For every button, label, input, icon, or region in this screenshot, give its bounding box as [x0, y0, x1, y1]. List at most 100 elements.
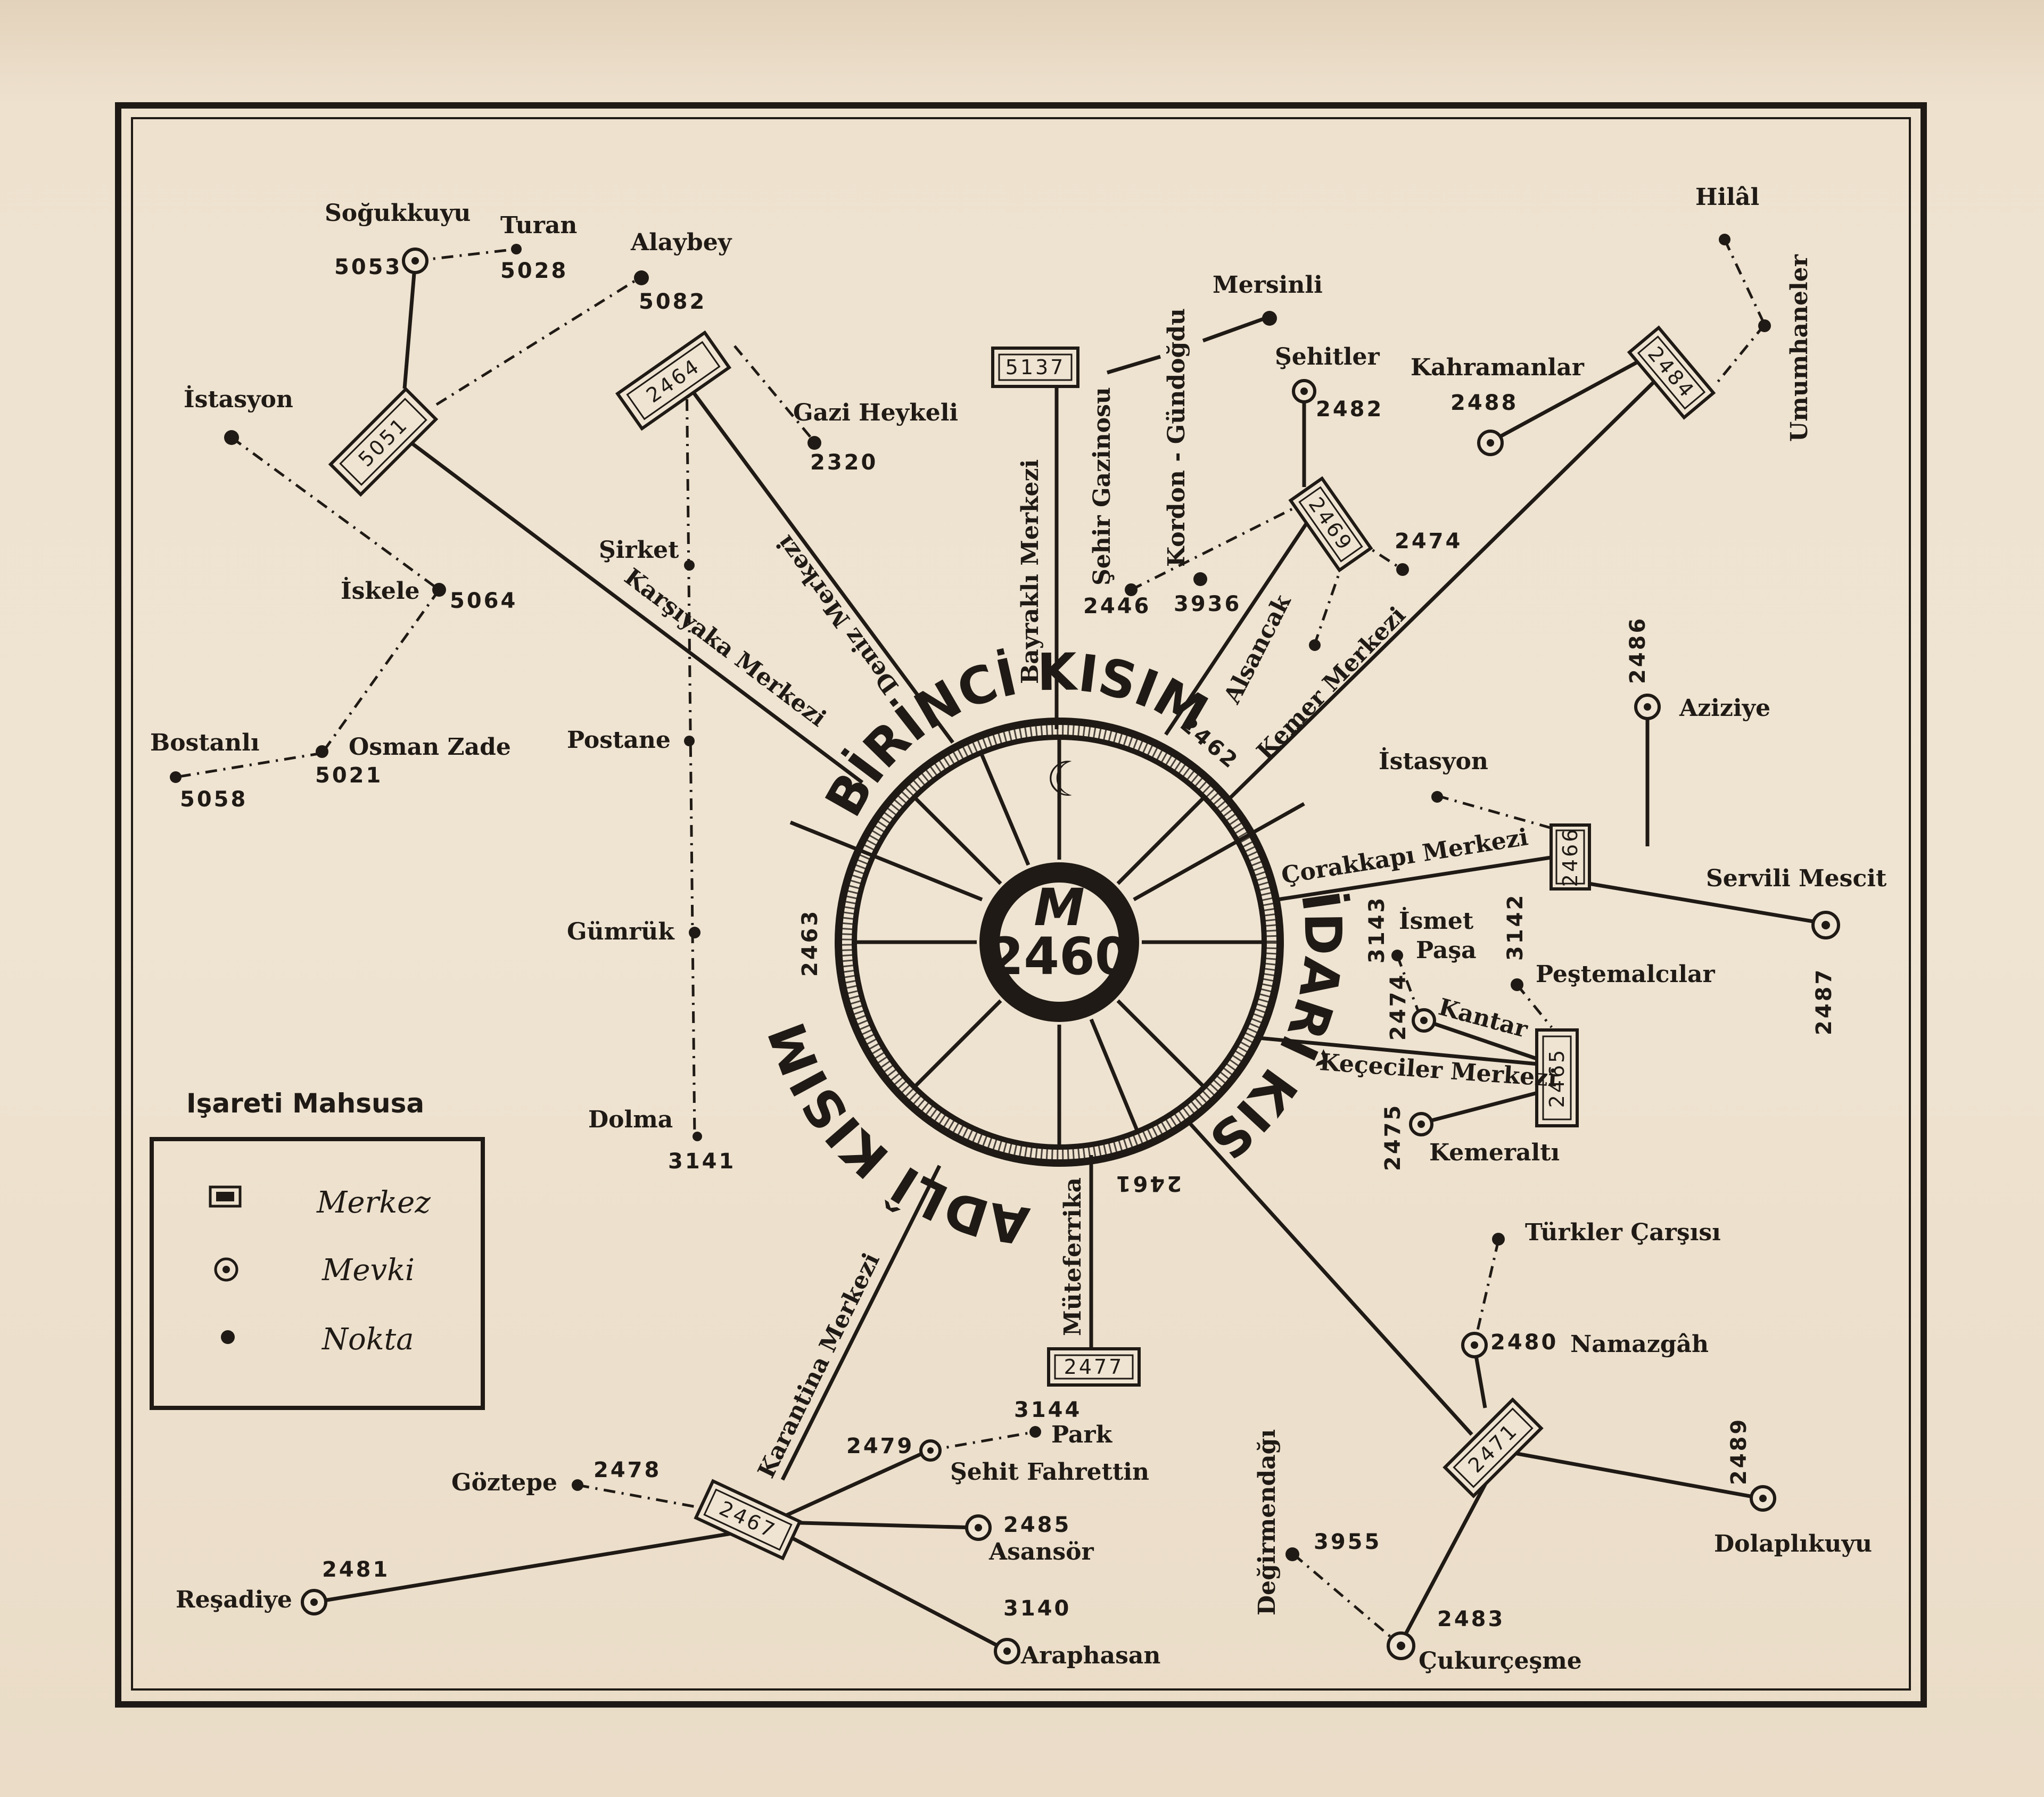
- mevki-dots: [310, 257, 1830, 1655]
- num-5021: 5021: [315, 763, 383, 788]
- trunk-lines: [408, 374, 1662, 1481]
- label-dolaplikuyu: Dolaplıkuyu: [1714, 1530, 1872, 1557]
- center-2477-label: 2477: [1064, 1355, 1124, 1379]
- route-bayrakli: Bayraklı Merkezi: [1017, 459, 1044, 684]
- num-3936: 3936: [1174, 592, 1241, 616]
- label-degirmendagi: Değirmendağı: [1254, 1429, 1281, 1615]
- num-2474a: 2474: [1395, 529, 1462, 554]
- num-2320: 2320: [810, 450, 878, 475]
- num-5053: 5053: [334, 255, 402, 279]
- center-2467: 2467: [694, 1479, 802, 1561]
- num-5028: 5028: [500, 259, 568, 283]
- label-bostanli: Bostanlı: [150, 729, 260, 756]
- route-deniz: Deniz Merkezi: [771, 530, 904, 699]
- legend-merkez: Merkez: [316, 1185, 431, 1220]
- hub-number: 2460: [988, 927, 1130, 986]
- label-alaybey: Alaybey: [630, 229, 732, 256]
- nokta-park: [1029, 1426, 1041, 1438]
- label-postane: Postane: [567, 727, 671, 754]
- nokta-mersinli: [1262, 311, 1277, 326]
- legend-nokta-icon: [221, 1330, 235, 1344]
- label-araphasan: Araphasan: [1020, 1642, 1160, 1669]
- num-2483: 2483: [1437, 1607, 1505, 1631]
- legend-mevki-icon: [214, 1257, 238, 1282]
- num-2478: 2478: [594, 1458, 661, 1482]
- nokta-markers: [170, 234, 1771, 1561]
- num-2446: 2446: [1083, 594, 1151, 619]
- label-cukurcesme: Çukurçeşme: [1419, 1647, 1582, 1675]
- num-2475: 2475: [1381, 1103, 1405, 1171]
- nokta-kemer: [1309, 639, 1321, 651]
- label-umumhaneler: Umumhaneler: [1786, 254, 1813, 442]
- label-osman-zade: Osman Zade: [349, 733, 511, 761]
- nokta-turkler-carsisi: [1492, 1233, 1505, 1246]
- legend: Işareti Mahsusa Merkez Mevki Nokta: [150, 1088, 485, 1410]
- num-3140: 3140: [1003, 1596, 1071, 1621]
- label-pestemalcilar: Peştemalcılar: [1536, 961, 1716, 988]
- nokta-pestemalcilar: [1511, 978, 1523, 991]
- nokta-turan: [511, 244, 522, 254]
- nokta-sirket: [684, 560, 695, 571]
- label-sirket: Şirket: [599, 537, 679, 564]
- nokta-3936: [1193, 572, 1207, 586]
- label-kahramanlar: Kahramanlar: [1411, 354, 1585, 381]
- center-2466-label: 2466: [1559, 827, 1582, 887]
- num-3142: 3142: [1503, 893, 1528, 961]
- legend-mevki: Mevki: [322, 1253, 415, 1288]
- mevki-markers: [301, 248, 1840, 1664]
- num-2474b: 2474: [1386, 973, 1411, 1041]
- label-aziziye: Aziziye: [1679, 695, 1770, 722]
- num-2487: 2487: [1812, 968, 1836, 1035]
- section-idari: İDARÎ KISIM: [0, 0, 1353, 1171]
- label-iskele: İskele: [341, 576, 420, 605]
- center-2484: 2484: [1627, 325, 1716, 420]
- label-servili-mescit: Servili Mescit: [1706, 865, 1887, 892]
- label-istasyon-w: İstasyon: [184, 384, 293, 413]
- center-2469: 2469: [1288, 476, 1373, 573]
- route-muteferrika: Müteferrika: [1059, 1177, 1086, 1336]
- label-ismet-pasa-2: Paşa: [1416, 937, 1477, 964]
- num-2480: 2480: [1490, 1330, 1558, 1355]
- route-sehir-gazinosu: Şehir Gazinosu: [1089, 387, 1116, 586]
- place-labels: Soğukkuyu Turan Alaybey İstasyon İskele …: [150, 184, 1887, 1675]
- num-2481: 2481: [322, 1557, 390, 1582]
- nokta-osman-zade: [316, 745, 328, 758]
- label-turkler-carsisi: Türkler Çarşısı: [1525, 1219, 1721, 1246]
- route-kordon: Kordon - Gündoğdu: [1163, 308, 1190, 567]
- nokta-hilal: [1719, 234, 1730, 245]
- center-2466: 2466: [1550, 823, 1591, 891]
- label-turan: Turan: [500, 212, 577, 239]
- nokta-umumhaneler: [1758, 319, 1771, 332]
- nokta-2446: [1125, 583, 1138, 596]
- label-istasyon-e: İstasyon: [1379, 746, 1488, 775]
- center-2477: 2477: [1047, 1347, 1141, 1387]
- label-sehitler: Şehitler: [1275, 343, 1380, 370]
- num-2489: 2489: [1727, 1417, 1751, 1485]
- nokta-istasyon-e: [1431, 791, 1443, 803]
- legend-title: Işareti Mahsusa: [186, 1088, 424, 1119]
- nokta-degirmendagi: [1285, 1547, 1299, 1561]
- label-mersinli: Mersinli: [1213, 271, 1323, 299]
- label-gazi-heykeli: Gazi Heykeli: [793, 399, 958, 426]
- spoke-2463: 2463: [798, 909, 822, 977]
- outer-frame: [115, 102, 1927, 1708]
- num-3143: 3143: [1365, 896, 1389, 963]
- num-2485: 2485: [1003, 1513, 1071, 1537]
- num-3955: 3955: [1314, 1530, 1381, 1554]
- legend-box: [150, 1137, 485, 1410]
- num-2482: 2482: [1316, 397, 1383, 422]
- nokta-2474: [1396, 563, 1409, 576]
- central-hub: M 2460 ☾: [789, 718, 1305, 1167]
- legend-merkez-icon: [209, 1185, 242, 1208]
- center-5051: 5051: [328, 386, 439, 497]
- spoke-2461: 2461: [1114, 1171, 1182, 1196]
- feeder-lines: [314, 260, 1826, 1652]
- nokta-goztepe: [572, 1479, 583, 1491]
- label-gumruk: Gümrük: [567, 918, 675, 945]
- label-resadiye: Reşadiye: [176, 1586, 292, 1613]
- label-sehit-fahrettin: Şehit Fahrettin: [950, 1458, 1149, 1486]
- dashed-links: [175, 238, 1766, 1646]
- legend-nokta: Nokta: [321, 1322, 414, 1357]
- label-asansor: Asansör: [988, 1538, 1094, 1565]
